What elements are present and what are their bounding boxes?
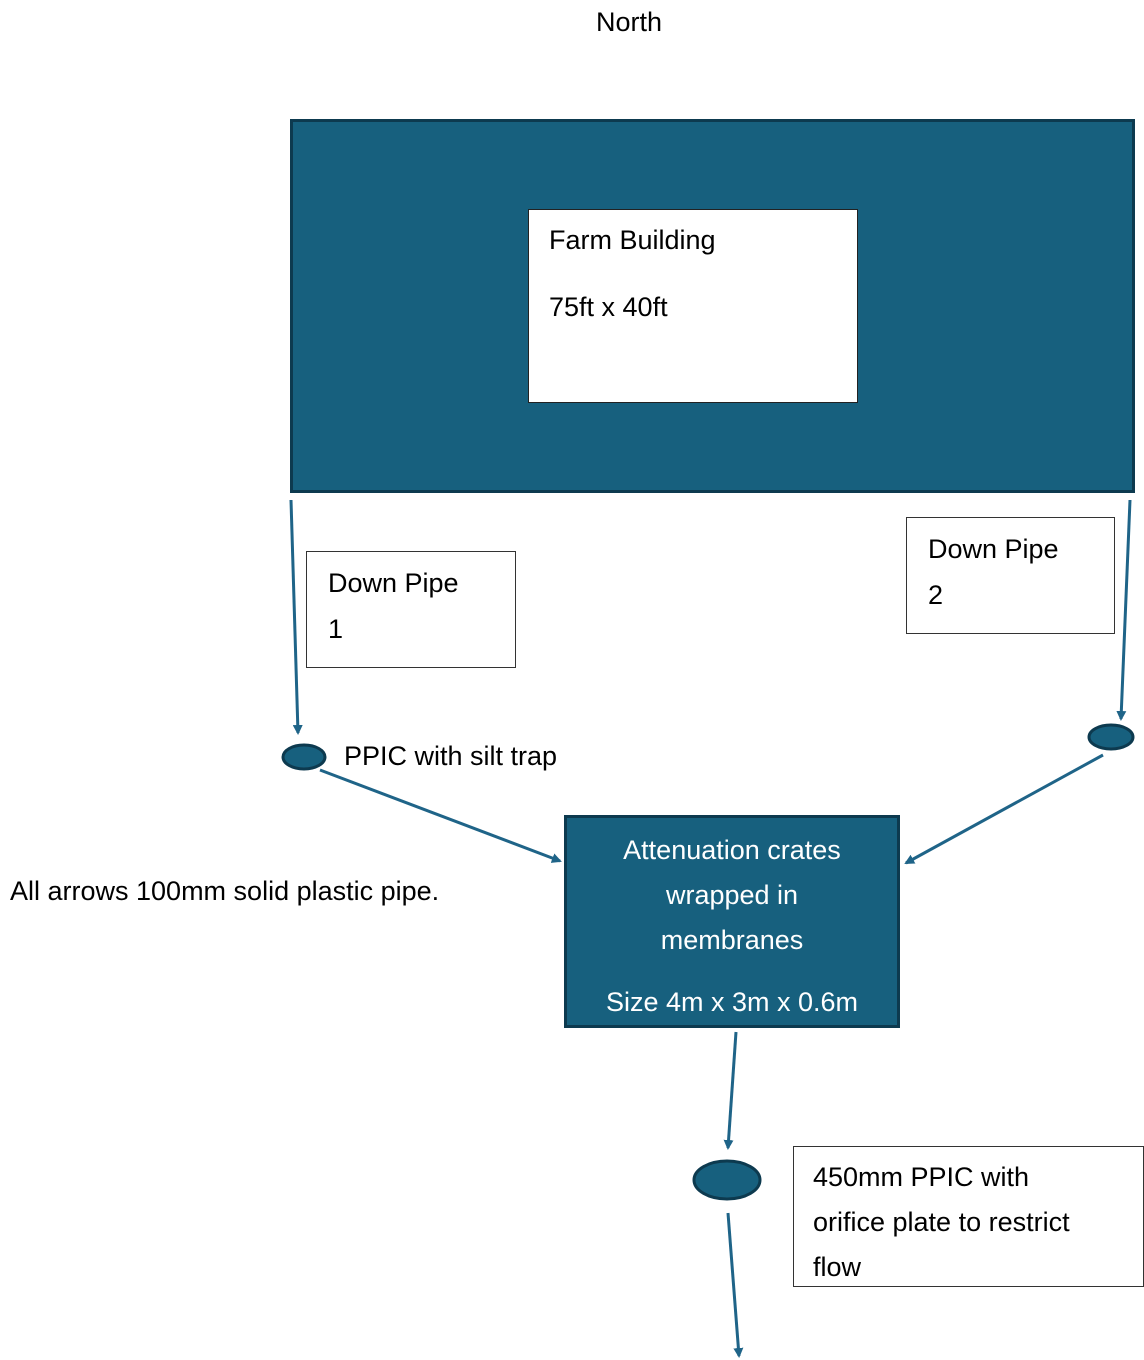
attenuation-crates-box: Attenuation crates wrapped in membranes … xyxy=(564,815,900,1028)
outlet-ppic-line-1: 450mm PPIC with xyxy=(813,1162,1030,1192)
attenuation-line-2: wrapped in xyxy=(665,880,799,910)
attenuation-line-1: Attenuation crates xyxy=(623,835,841,865)
down-pipe-1-number: 1 xyxy=(328,614,344,644)
arrow-ppic1-to-crates xyxy=(319,768,562,863)
farm-building-box: Farm Building 75ft x 40ft xyxy=(528,209,858,403)
down-pipe-2-label: Down Pipe xyxy=(928,534,1059,564)
arrow-ppic2-to-crates xyxy=(904,753,1104,865)
arrow-downpipe1-to-ppic xyxy=(289,499,303,735)
pipe-note: All arrows 100mm solid plastic pipe. xyxy=(10,876,440,906)
ppic-chamber-1 xyxy=(281,743,327,771)
outlet-ppic-chamber xyxy=(692,1159,762,1201)
arrow-outlet-downstream xyxy=(726,1212,744,1358)
down-pipe-1-label: Down Pipe xyxy=(328,568,459,598)
ppic-chamber-2 xyxy=(1087,723,1135,751)
down-pipe-1-box: Down Pipe 1 xyxy=(306,551,516,668)
ppic-silt-trap-label: PPIC with silt trap xyxy=(344,741,558,771)
outlet-ppic-line-3: flow xyxy=(813,1252,862,1282)
outlet-ppic-line-2: orifice plate to restrict xyxy=(813,1207,1070,1237)
attenuation-line-3: membranes xyxy=(660,925,804,955)
down-pipe-2-number: 2 xyxy=(928,580,944,610)
arrow-downpipe2-to-ppic xyxy=(1116,499,1132,721)
farm-building-dimensions: 75ft x 40ft xyxy=(549,292,668,322)
down-pipe-2-box: Down Pipe 2 xyxy=(906,517,1115,634)
attenuation-size: Size 4m x 3m x 0.6m xyxy=(605,987,859,1017)
arrow-crates-to-outlet xyxy=(723,1031,738,1150)
farm-building-title: Farm Building xyxy=(549,225,716,255)
outlet-ppic-box: 450mm PPIC with orifice plate to restric… xyxy=(793,1146,1144,1287)
north-label: North xyxy=(596,7,663,37)
